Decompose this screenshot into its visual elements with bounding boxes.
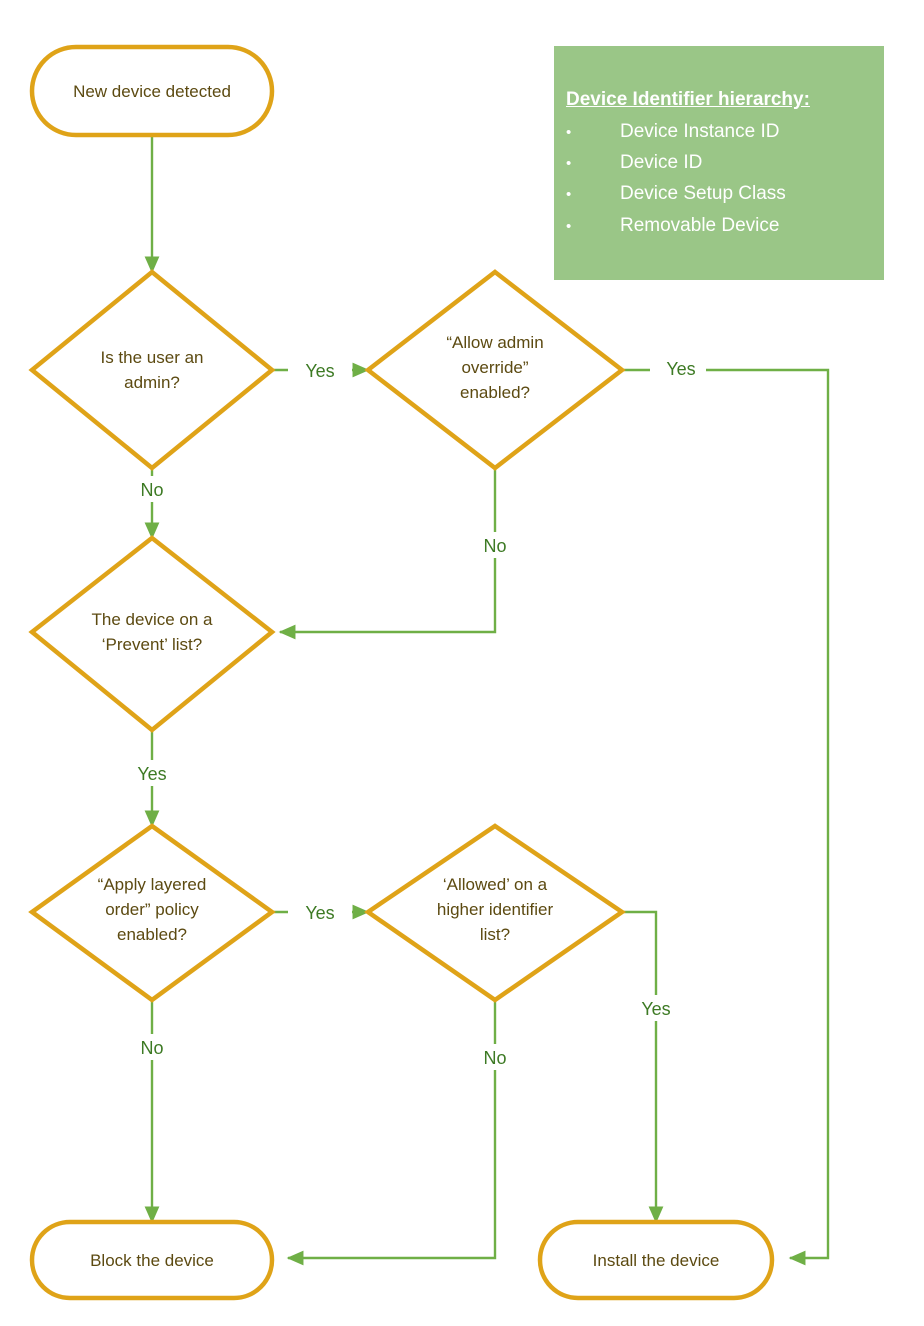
bullet-icon: •	[566, 217, 572, 235]
node-is-admin-label-line2: admin?	[124, 373, 180, 392]
legend-item-label: Device ID	[620, 152, 703, 174]
edge-label-allowed-yes: Yes	[641, 999, 670, 1019]
node-layered-order-label-line2: order” policy	[105, 900, 199, 919]
edge-allowed-yes	[622, 910, 664, 1224]
node-texts: New device detected Is the user an admin…	[73, 82, 719, 1270]
node-install[interactable]	[537, 1219, 775, 1301]
node-prevent-list-label-line1: The device on a	[92, 610, 214, 629]
edge-labels: Yes No Yes No Yes Yes No Yes No	[128, 355, 706, 1070]
edge-label-is-admin-yes: Yes	[305, 361, 334, 381]
edge-label-bg-layered-yes	[288, 899, 352, 925]
legend-list: • Device Instance ID • Device ID • Devic…	[566, 116, 868, 241]
edge-label-override-yes: Yes	[666, 359, 695, 379]
node-block-label: Block the device	[90, 1251, 214, 1270]
edge-label-bg-is-admin-yes	[288, 357, 352, 383]
node-layered-order[interactable]	[28, 823, 276, 1003]
node-start[interactable]	[29, 44, 275, 138]
node-install-label: Install the device	[593, 1251, 720, 1270]
bullet-icon: •	[566, 123, 572, 141]
node-admin-override-label-line1: “Allow admin	[446, 333, 543, 352]
legend-item: • Device Instance ID	[566, 116, 868, 147]
node-admin-override-label-line2: override”	[461, 358, 528, 377]
edge-label-bg-prevent-yes	[128, 760, 178, 786]
node-allowed-higher[interactable]	[364, 823, 626, 1003]
node-admin-override[interactable]	[364, 269, 626, 471]
node-is-admin-label-line1: Is the user an	[100, 348, 203, 367]
node-allowed-higher-label-line2: higher identifier	[437, 900, 554, 919]
edge-label-bg-override-yes	[650, 355, 706, 381]
legend-item-label: Device Instance ID	[620, 120, 780, 142]
edge-label-override-no: No	[483, 536, 506, 556]
edge-label-layered-no: No	[140, 1038, 163, 1058]
legend-panel: Device Identifier hierarchy: • Device In…	[554, 46, 884, 280]
legend-item: • Device ID	[566, 147, 868, 178]
node-prevent-list-label-line2: ‘Prevent’ list?	[102, 635, 202, 654]
node-is-admin[interactable]	[28, 269, 276, 471]
edge-label-bg-allowed-yes	[628, 995, 684, 1021]
edge-label-layered-yes: Yes	[305, 903, 334, 923]
edge-allowed-no	[286, 1000, 497, 1266]
node-layered-order-label-line3: enabled?	[117, 925, 187, 944]
legend-item-label: Device Setup Class	[620, 183, 786, 205]
edge-label-is-admin-no: No	[140, 480, 163, 500]
edge-label-bg-is-admin-no	[128, 476, 178, 502]
bullet-icon: •	[566, 186, 572, 204]
node-layered-order-label-line1: “Apply layered	[98, 875, 207, 894]
legend-item-label: Removable Device	[620, 214, 780, 236]
node-allowed-higher-label-line1: ‘Allowed’ on a	[443, 875, 548, 894]
edge-override-yes	[622, 368, 830, 1266]
node-admin-override-label-line3: enabled?	[460, 383, 530, 402]
edge-label-bg-override-no	[472, 532, 520, 558]
bullet-icon: •	[566, 155, 572, 173]
edge-label-bg-allowed-no	[472, 1044, 520, 1070]
edge-label-bg-layered-no	[128, 1034, 178, 1060]
node-prevent-list[interactable]	[28, 535, 276, 733]
edge-label-prevent-yes: Yes	[137, 764, 166, 784]
edge-override-no	[278, 468, 497, 640]
legend-title: Device Identifier hierarchy:	[566, 89, 810, 110]
node-start-label: New device detected	[73, 82, 231, 101]
node-block[interactable]	[29, 1219, 275, 1301]
legend-item: • Removable Device	[566, 210, 868, 241]
node-allowed-higher-label-line3: list?	[480, 925, 510, 944]
shapes	[28, 44, 775, 1301]
legend-item: • Device Setup Class	[566, 178, 868, 209]
edge-label-allowed-no: No	[483, 1048, 506, 1068]
